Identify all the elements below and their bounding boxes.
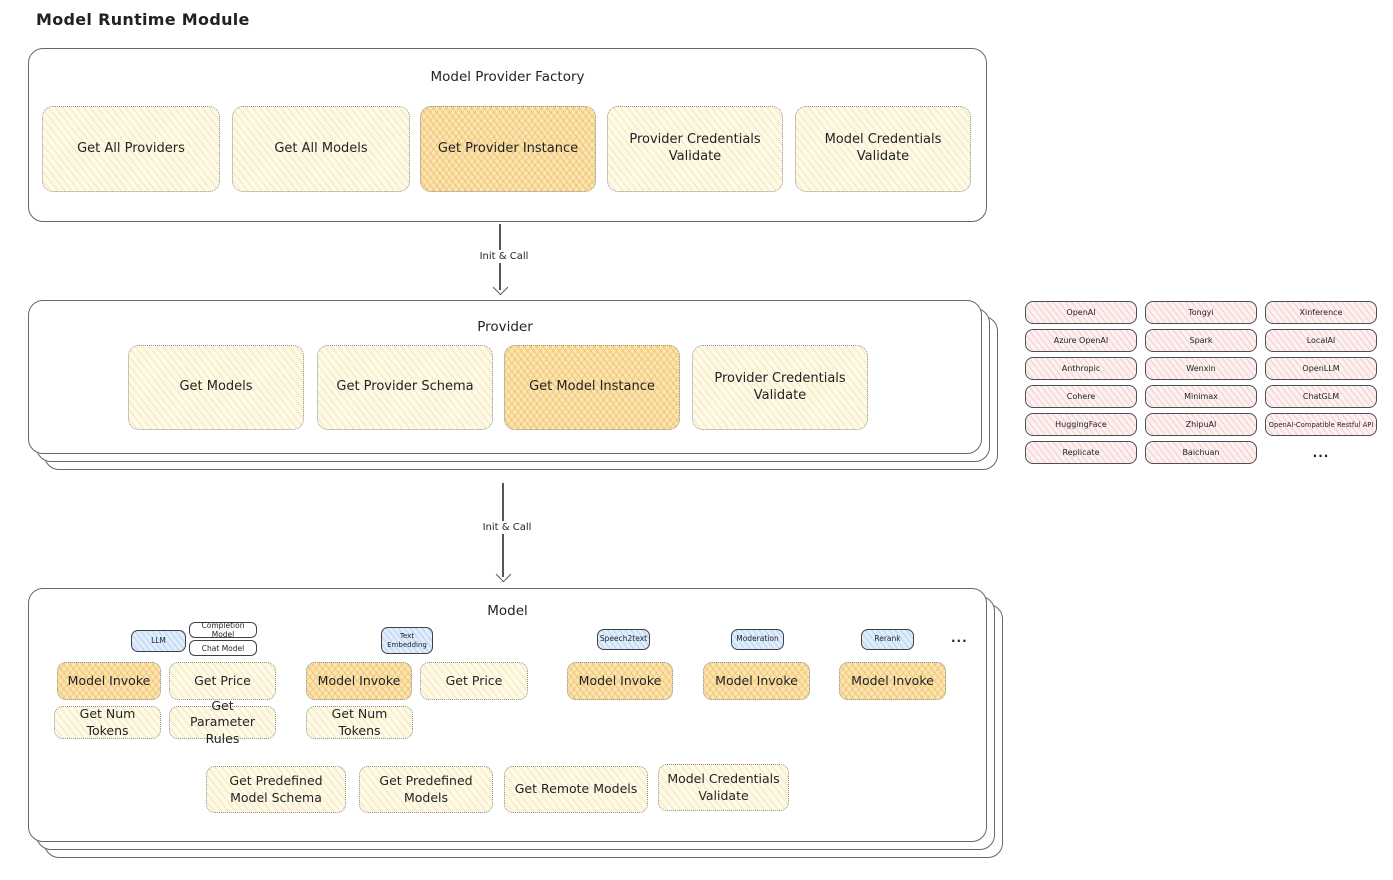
model-tabs-more-ellipsis: ...	[951, 631, 968, 645]
page-title: Model Runtime Module	[36, 10, 250, 29]
provider-openai: OpenAI	[1025, 301, 1137, 324]
node-text-embedding-get-num-tokens: Get Num Tokens	[306, 706, 413, 739]
node-llm-get-num-tokens: Get Num Tokens	[54, 706, 161, 739]
factory-title: Model Provider Factory	[430, 69, 585, 85]
node-model-credentials-validate-2: Model Credentials Validate	[658, 764, 789, 811]
arrow-label-init-call-1: Init & Call	[462, 250, 546, 263]
provider-wenxin: Wenxin	[1145, 357, 1257, 380]
provider-minimax: Minimax	[1145, 385, 1257, 408]
provider-zhipuai: ZhipuAI	[1145, 413, 1257, 436]
provider-spark: Spark	[1145, 329, 1257, 352]
tab-text-embedding: Text Embedding	[381, 627, 433, 654]
provider-openai-compatible-restful-api: OpenAI-Compatible Restful API	[1265, 413, 1377, 436]
provider-list-more-ellipsis: ...	[1312, 445, 1330, 460]
provider-openllm: OpenLLM	[1265, 357, 1377, 380]
tab-speech2text: Speech2text	[597, 629, 650, 650]
provider-azure-openai: Azure OpenAI	[1025, 329, 1137, 352]
node-get-remote-models: Get Remote Models	[504, 766, 648, 813]
node-rerank-model-invoke: Model Invoke	[839, 662, 946, 700]
node-llm-get-parameter-rules: Get Parameter Rules	[169, 698, 276, 746]
arrow-label-init-call-2: Init & Call	[465, 521, 549, 534]
provider-list: OpenAI Tongyi Xinference Azure OpenAI Sp…	[1025, 301, 1377, 464]
node-get-all-models: Get All Models	[232, 106, 410, 192]
provider-huggingface: HuggingFace	[1025, 413, 1137, 436]
tab-rerank: Rerank	[861, 629, 914, 650]
node-text-embedding-model-invoke: Model Invoke	[306, 662, 412, 700]
provider-title: Provider	[477, 319, 533, 335]
node-provider-credentials-validate-2: Provider Credentials Validate	[692, 345, 868, 430]
provider-localai: LocalAI	[1265, 329, 1377, 352]
node-provider-credentials-validate: Provider Credentials Validate	[607, 106, 783, 192]
arrow-head-icon	[492, 279, 508, 296]
provider-baichuan: Baichuan	[1145, 441, 1257, 464]
provider-tongyi: Tongyi	[1145, 301, 1257, 324]
node-get-provider-schema: Get Provider Schema	[317, 345, 493, 430]
tab-moderation: Moderation	[731, 629, 784, 650]
tab-completion-model: Completion Model	[189, 621, 257, 639]
model-box: Model LLM Completion Model Chat Model Te…	[28, 588, 987, 842]
tab-llm: LLM	[131, 630, 186, 652]
node-get-predefined-models: Get Predefined Models	[359, 766, 493, 813]
model-title: Model	[487, 603, 528, 619]
node-get-predefined-model-schema: Get Predefined Model Schema	[206, 766, 346, 813]
provider-anthropic: Anthropic	[1025, 357, 1137, 380]
provider-chatglm: ChatGLM	[1265, 385, 1377, 408]
node-moderation-model-invoke: Model Invoke	[703, 662, 810, 700]
node-llm-model-invoke: Model Invoke	[57, 662, 161, 700]
provider-xinference: Xinference	[1265, 301, 1377, 324]
node-get-provider-instance: Get Provider Instance	[420, 106, 596, 192]
node-llm-get-price: Get Price	[169, 662, 276, 700]
node-get-model-instance: Get Model Instance	[504, 345, 680, 430]
node-model-credentials-validate: Model Credentials Validate	[795, 106, 971, 192]
node-get-all-providers: Get All Providers	[42, 106, 220, 192]
tab-chat-model: Chat Model	[189, 640, 257, 656]
provider-cohere: Cohere	[1025, 385, 1137, 408]
provider-replicate: Replicate	[1025, 441, 1137, 464]
node-text-embedding-get-price: Get Price	[420, 662, 528, 700]
arrow-head-icon	[495, 566, 511, 583]
node-get-models: Get Models	[128, 345, 304, 430]
node-speech2text-model-invoke: Model Invoke	[567, 662, 673, 700]
